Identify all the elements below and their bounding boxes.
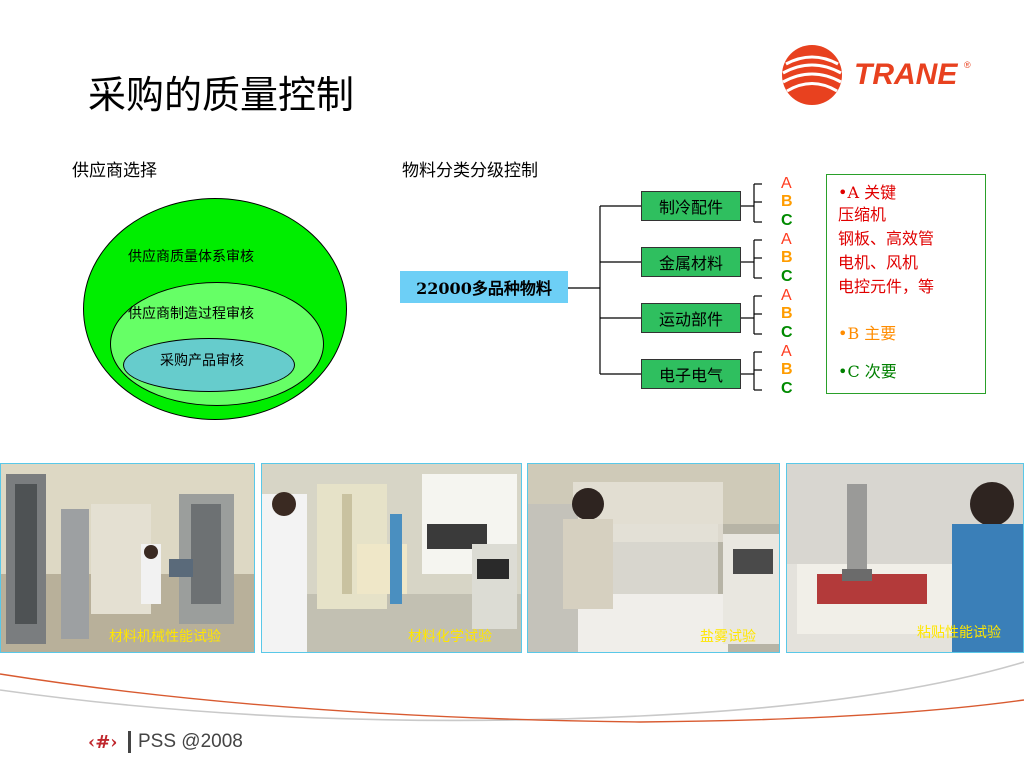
legend-a-item: 压缩机: [838, 205, 887, 224]
photo-caption: 材料化学试验: [408, 629, 492, 645]
legend-a-item: 电机、风机: [838, 253, 919, 272]
material-root-box: 22000多品种物料: [400, 271, 568, 303]
trane-logo: TRANE ®: [778, 42, 978, 108]
grade-c: C: [781, 380, 793, 397]
grade-c: C: [781, 324, 793, 341]
grade-a: A: [781, 231, 792, 248]
category-metal-materials: 金属材料: [641, 247, 741, 277]
legend-a-item: 钢板、高效管: [838, 229, 935, 248]
grade-c: C: [781, 268, 793, 285]
photo-caption: 材料机械性能试验: [109, 629, 221, 645]
legend-a-item: 电控元件，等: [838, 277, 935, 296]
photo-salt-spray-test: 盐雾试验: [527, 463, 780, 653]
page-number: ‹#›: [88, 732, 118, 753]
decorative-swoosh: [0, 661, 1024, 723]
legend-c: •C 次要: [838, 362, 897, 381]
material-section-title: 物料分类分级控制: [402, 161, 538, 181]
adhesion-test-image: [787, 464, 1023, 652]
legend-b: •B 主要: [838, 324, 897, 343]
brand-trademark: ®: [964, 60, 971, 70]
photo-mechanical-test: 材料机械性能试验: [0, 463, 255, 653]
photo-chemical-test: 材料化学试验: [261, 463, 522, 653]
grade-legend-box: [826, 174, 986, 394]
slide-title: 采购的质量控制: [88, 73, 355, 117]
trane-logo-icon: [782, 45, 842, 105]
grade-b: B: [781, 305, 793, 322]
grade-c: C: [781, 212, 793, 229]
footer-divider: [128, 731, 131, 753]
photo-caption: 盐雾试验: [700, 629, 756, 645]
photo-adhesion-test: 粘贴性能试验: [786, 463, 1024, 653]
product-audit-ellipse: [123, 338, 295, 392]
category-moving-parts: 运动部件: [641, 303, 741, 333]
supplier-process-label: 供应商制造过程审核: [128, 306, 254, 322]
supplier-quality-system-label: 供应商质量体系审核: [128, 249, 254, 265]
legend-a-title: •A 关键: [838, 183, 897, 202]
product-audit-label: 采购产品审核: [160, 353, 244, 369]
tree-connectors: [568, 183, 762, 391]
grade-a: A: [781, 343, 792, 360]
grade-b: B: [781, 249, 793, 266]
supplier-section-title: 供应商选择: [72, 161, 157, 181]
brand-name: TRANE: [854, 58, 958, 91]
category-electrical: 电子电气: [641, 359, 741, 389]
mechanical-test-image: [1, 464, 254, 652]
photo-caption: 粘贴性能试验: [917, 625, 1001, 641]
salt-spray-test-image: [528, 464, 779, 652]
grade-a: A: [781, 287, 792, 304]
grade-b: B: [781, 193, 793, 210]
chemical-test-image: [262, 464, 521, 652]
grade-a: A: [781, 175, 792, 192]
grade-b: B: [781, 361, 793, 378]
footer-text: PSS @2008: [138, 731, 243, 752]
category-refrigeration-parts: 制冷配件: [641, 191, 741, 221]
